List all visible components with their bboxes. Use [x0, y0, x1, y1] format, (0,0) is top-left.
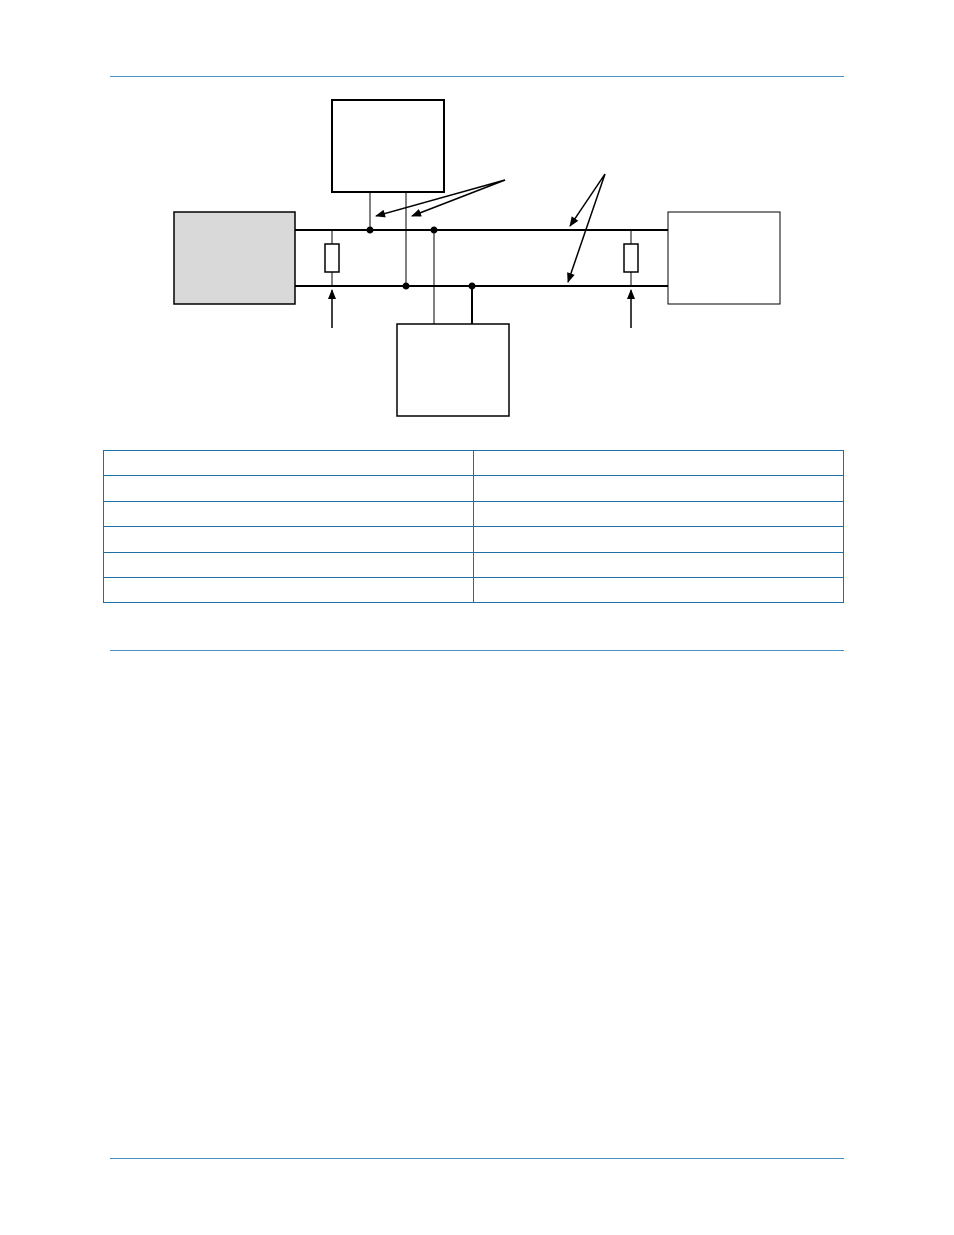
table-row	[103, 475, 844, 502]
table-cell	[473, 475, 844, 502]
resistor-left	[324, 243, 340, 273]
table-cell	[473, 551, 844, 578]
table-row	[103, 526, 844, 553]
table-cell	[103, 526, 474, 553]
callout-arrow-stub-2	[411, 179, 506, 217]
table-cell	[473, 526, 844, 553]
footer-rule	[110, 1158, 844, 1159]
table-cell	[103, 500, 474, 528]
junction-dot	[468, 282, 476, 290]
table-cell	[103, 449, 474, 477]
table-row	[103, 500, 844, 528]
table-cell	[103, 551, 474, 578]
junction-dot	[402, 282, 410, 290]
bus-network-diagram	[173, 99, 781, 417]
device-box-top	[331, 99, 445, 193]
callout-arrow-bus-2	[567, 173, 606, 283]
table-cell	[103, 475, 474, 502]
device-box-left	[173, 211, 296, 305]
spec-table	[103, 449, 844, 604]
section-rule	[110, 650, 844, 651]
callout-arrow-stub-1	[375, 179, 506, 218]
device-box-bottom	[396, 323, 510, 417]
junction-dot	[430, 226, 438, 234]
table-row	[103, 551, 844, 578]
table-row	[103, 449, 844, 477]
table-cell	[103, 576, 474, 604]
callout-arrow-bus-1	[569, 173, 606, 227]
junction-dot	[366, 226, 374, 234]
table-cell	[473, 449, 844, 477]
header-rule	[110, 76, 844, 77]
device-box-right	[667, 211, 781, 305]
table-cell	[473, 576, 844, 604]
resistor-right	[623, 243, 639, 273]
table-cell	[473, 500, 844, 528]
table-row	[103, 576, 844, 604]
